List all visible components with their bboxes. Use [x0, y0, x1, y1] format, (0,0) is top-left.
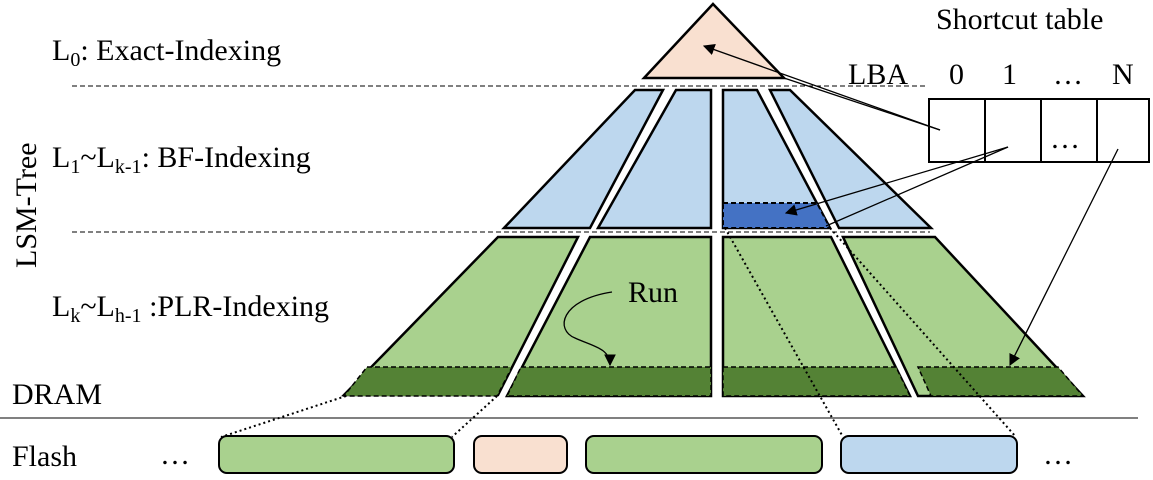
shortcut-cell-2 [1040, 98, 1098, 163]
pointer-arrow-cell1 [784, 146, 1009, 216]
run-strip-2 [505, 366, 712, 397]
run-arrow [563, 291, 616, 367]
shortcut-header-n: N [1112, 58, 1134, 91]
level0-label: L0: Exact-Indexing [52, 34, 281, 71]
shortcut-cell-ellipsis: … [1050, 122, 1080, 155]
flash-block-blue [840, 435, 1018, 474]
shortcut-header-ellipsis: … [1053, 58, 1083, 91]
level1-segment-4 [767, 88, 935, 230]
shortcut-lba-label: LBA [848, 58, 908, 91]
pointer-arrow-cell0 [702, 44, 941, 131]
flash-map-line-4 [829, 227, 1017, 438]
run-strip-4 [916, 366, 1085, 397]
flash-label: Flash [12, 440, 77, 473]
level2-label: Lk~Lh-1 :PLR-Indexing [52, 290, 329, 327]
level1-segment-1 [501, 88, 666, 230]
shortcut-cell-n [1096, 98, 1150, 163]
shortcut-table-title: Shortcut table [936, 3, 1103, 36]
shortcut-cell-1 [984, 98, 1042, 163]
flash-ellipsis-left: … [160, 438, 190, 471]
level0-triangle [641, 2, 787, 80]
shortcut-cell-0 [928, 98, 986, 163]
flash-ellipsis-right: … [1043, 438, 1073, 471]
level1-segment-2 [595, 88, 713, 230]
flash-map-line-1 [220, 395, 347, 438]
shortcut-header-0: 0 [949, 58, 964, 91]
pointer-arrow-cell0-tail [783, 77, 941, 131]
level1-label: L1~Lk-1: BF-Indexing [52, 141, 311, 178]
shortcut-header-1: 1 [1002, 58, 1017, 91]
dram-label: DRAM [12, 378, 102, 411]
run-label: Run [628, 276, 678, 309]
run-strip-3 [722, 366, 912, 397]
pointer-arrow-cellN [1009, 148, 1119, 367]
flash-map-line-2 [451, 395, 498, 438]
lsm-tree-side-label: LSM-Tree [10, 142, 43, 268]
flash-block-peach [473, 435, 568, 474]
flash-block-green-2 [585, 435, 823, 474]
pointer-arrow-cell1b [825, 146, 1009, 227]
level1-highlight-block [722, 202, 832, 229]
flash-map-line-3 [724, 227, 844, 438]
flash-block-green-1 [218, 435, 455, 474]
run-strip-1 [342, 366, 514, 397]
